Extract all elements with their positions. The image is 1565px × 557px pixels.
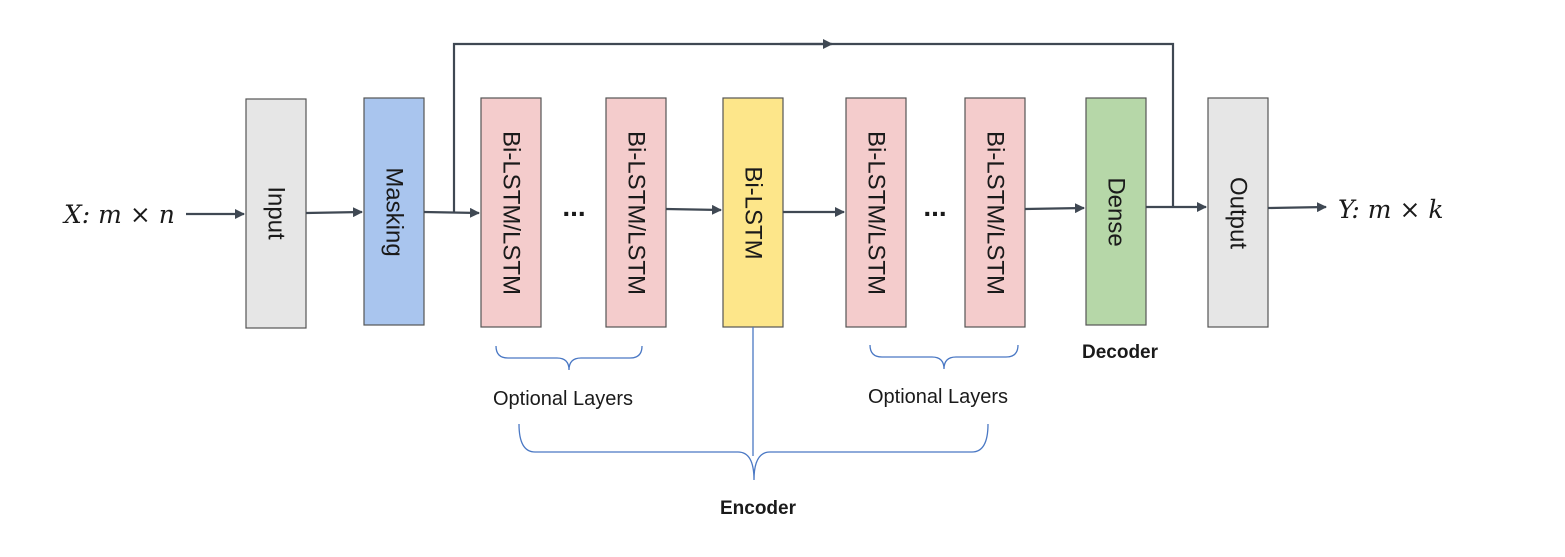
encoder-layer-2-label: Bi-LSTM/LSTM [623,131,650,295]
input-block: Input [245,98,307,329]
encoder-label: Encoder [720,498,797,519]
decoder-label: Decoder [1082,342,1159,363]
masking-block-box [363,97,425,326]
dense-block: Dense [1085,97,1147,326]
encoder-layer-1-box [480,97,542,328]
arrow-masking-to-encoder [423,207,480,218]
ellipsis-left: ... [562,191,585,222]
decoder-layer-2-box [964,97,1026,328]
decoder-layer-1-block: Bi-LSTM/LSTM [845,97,907,328]
optional-layers-left-label: Optional Layers [493,388,633,410]
brace-optional-left [495,345,643,371]
input-block-label: Input [263,186,290,240]
ellipsis-right: ... [923,191,946,222]
bottleneck-box [722,97,784,328]
masking-block: Masking [363,97,425,326]
input-shape-label: X: m × n [62,200,175,229]
arrow-decoder-to-dense [1024,203,1085,214]
decoder-layer-2-block: Bi-LSTM/LSTM [964,97,1026,328]
encoder-layer-2-block: Bi-LSTM/LSTM [605,97,667,328]
decoder-layer-1-label: Bi-LSTM/LSTM [863,131,890,295]
output-label: Output [1225,177,1252,249]
masking-block-label: Masking [381,167,408,256]
output-block: Output [1207,97,1269,328]
optional-layers-right-label: Optional Layers [868,386,1008,408]
output-box [1207,97,1269,328]
bottleneck-block: Bi-LSTM [722,97,784,328]
brace-encoder [518,423,989,481]
arrow-encoder-to-bottleneck [665,204,722,215]
brace-optional-right [869,344,1019,370]
encoder-layer-1-label: Bi-LSTM/LSTM [498,131,525,295]
output-shape-label: Y: m × k [1338,195,1443,224]
encoder-layer-1-block: Bi-LSTM/LSTM [480,97,542,328]
encoder-layer-2-box [605,97,667,328]
skip-connection-line [452,42,1175,212]
arrow-input-to-masking [305,207,363,218]
decoder-layer-1-box [845,97,907,328]
bottleneck-label: Bi-LSTM [740,166,767,259]
input-block-box [245,98,307,329]
dense-label: Dense [1103,177,1130,246]
dense-box [1085,97,1147,326]
arrow-output-to-y [1267,202,1327,213]
decoder-layer-2-label: Bi-LSTM/LSTM [982,131,1009,295]
